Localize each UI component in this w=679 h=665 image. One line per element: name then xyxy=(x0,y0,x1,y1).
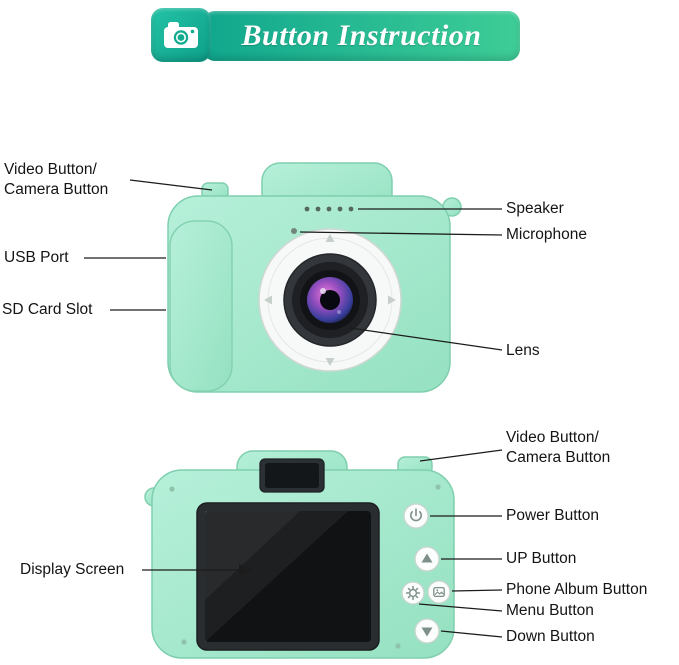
display-screen-panel xyxy=(196,502,380,651)
label-video-camera-button-front: Video Button/ Camera Button xyxy=(4,160,108,200)
line-microphone xyxy=(299,231,503,236)
label-line: Camera Button xyxy=(506,449,611,466)
label-line: Video Button/ xyxy=(4,161,97,178)
label-menu-button: Menu Button xyxy=(506,602,594,619)
camera-icon xyxy=(164,22,198,48)
label-power-button: Power Button xyxy=(506,507,600,524)
label-sd-card-slot: SD Card Slot xyxy=(2,301,93,318)
label-line: Video Button/ xyxy=(506,429,599,446)
viewfinder-window xyxy=(259,458,325,493)
back-camera-illustration xyxy=(144,450,455,659)
label-microphone: Microphone xyxy=(506,226,587,243)
display-screen-arrowhead xyxy=(239,564,252,576)
down-button-illustration xyxy=(414,618,440,644)
power-icon xyxy=(410,508,422,522)
label-up-button: UP Button xyxy=(506,550,577,567)
menu-button-illustration xyxy=(401,581,425,605)
label-speaker: Speaker xyxy=(506,200,564,217)
line-lens xyxy=(349,327,503,351)
line-video-button-front xyxy=(129,179,213,191)
label-usb-port: USB Port xyxy=(4,249,69,266)
lens-assembly xyxy=(258,228,402,372)
photo-album-button-illustration xyxy=(427,580,451,604)
camera-badge xyxy=(151,8,211,62)
connector-lines xyxy=(84,179,503,638)
front-camera-illustration xyxy=(167,162,462,393)
label-lens: Lens xyxy=(506,342,540,359)
line-phone-album-button xyxy=(451,589,503,592)
case-screws xyxy=(169,484,441,649)
up-arrow-icon xyxy=(421,553,433,563)
page-title: Button Instruction xyxy=(241,19,482,52)
down-arrow-icon xyxy=(421,627,433,637)
label-down-button: Down Button xyxy=(506,628,595,645)
line-menu-button xyxy=(418,603,503,612)
speaker-holes xyxy=(304,206,354,212)
label-display-screen: Display Screen xyxy=(20,561,125,578)
hand-grip xyxy=(169,220,233,392)
label-video-camera-button-back: Video Button/ Camera Button xyxy=(506,428,610,468)
header-banner: Button Instruction xyxy=(203,11,520,61)
up-button-illustration xyxy=(414,546,440,572)
line-down-button xyxy=(440,630,503,638)
photo-album-icon xyxy=(433,586,445,598)
power-button-illustration xyxy=(403,503,429,529)
label-phone-album-button: Phone Album Button xyxy=(506,581,648,598)
gear-icon xyxy=(405,585,421,601)
label-line: Camera Button xyxy=(4,181,109,198)
line-video-button-back xyxy=(419,449,503,462)
microphone-hole xyxy=(291,228,297,234)
